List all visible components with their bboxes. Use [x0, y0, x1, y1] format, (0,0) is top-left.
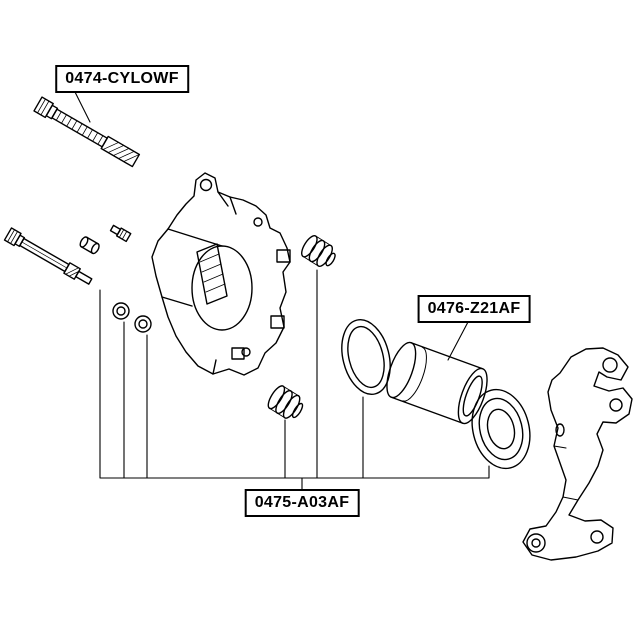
pin-cap-1: [112, 302, 130, 320]
caliper-bracket: [522, 347, 633, 561]
callout-label-repair-kit: 0475-A03AF: [244, 489, 360, 517]
callout-label-piston: 0476-Z21AF: [417, 295, 531, 323]
bleeder-screw: [109, 224, 132, 243]
guide-pin-boot-lower: [267, 385, 304, 419]
brake-piston: [386, 341, 488, 425]
slide-pin-upper: [33, 96, 141, 168]
guide-pin-boot-upper: [301, 235, 336, 267]
slide-bushing: [79, 236, 100, 255]
callout-leader-lines: [74, 91, 490, 490]
slide-pin-lower: [3, 227, 93, 285]
piston-seal-ring: [341, 319, 391, 395]
callout-label-slide-pin: 0474-CYLOWF: [55, 65, 189, 93]
brake-caliper-body: [151, 172, 291, 376]
piston-dust-boot: [471, 388, 531, 470]
pin-cap-2: [134, 315, 152, 333]
